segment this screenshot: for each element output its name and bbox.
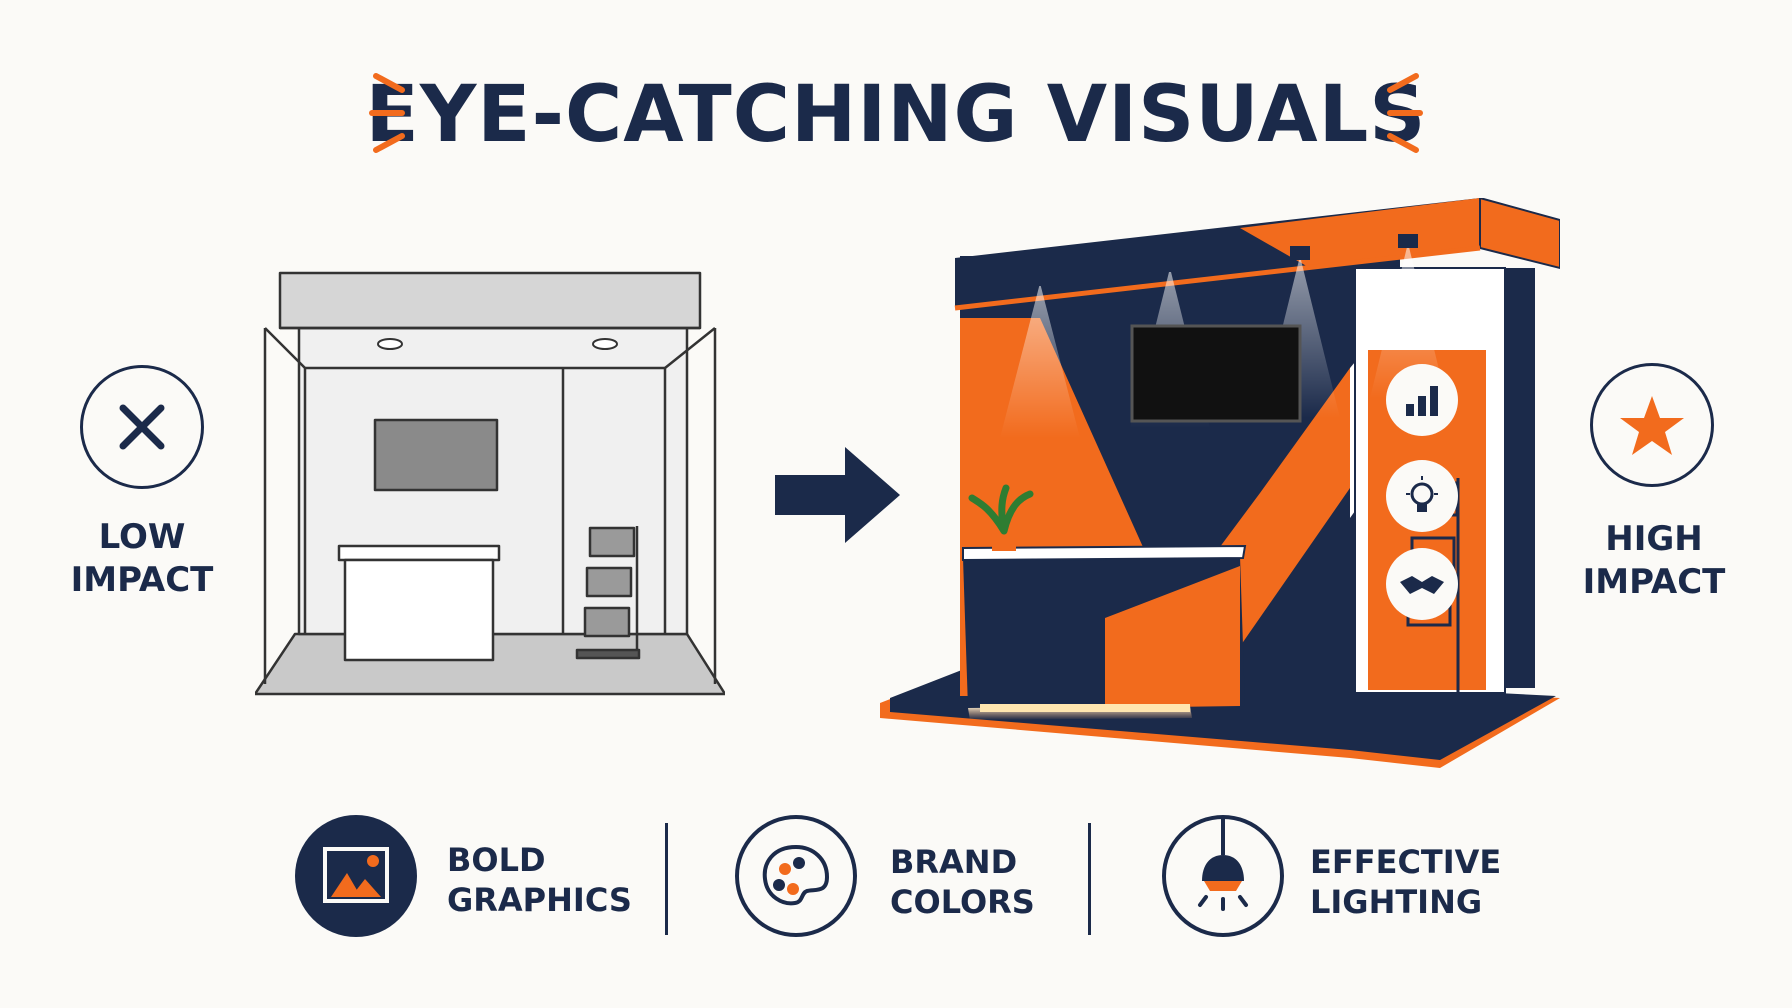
x-icon [119, 404, 165, 450]
low-impact-badge [80, 365, 204, 489]
brand-colors-label: BRAND COLORS [890, 842, 1035, 922]
brand-colors-line1: BRAND [890, 843, 1018, 881]
lightbulb-badge [1386, 460, 1458, 532]
effective-lighting-line2: LIGHTING [1310, 883, 1483, 921]
high-impact-line2: IMPACT [1582, 562, 1726, 602]
bar-chart-icon [1406, 386, 1438, 416]
effective-lighting-label: EFFECTIVE LIGHTING [1310, 842, 1501, 922]
lightbulb-icon [1406, 476, 1438, 512]
brand-colors-badge [735, 815, 857, 937]
handshake-badge [1386, 548, 1458, 620]
low-impact-label: LOW IMPACT [42, 516, 242, 602]
plain-booth-illustration [255, 271, 725, 696]
divider-1 [665, 823, 668, 935]
divider-2 [1088, 823, 1091, 935]
bold-graphics-line2: GRAPHICS [447, 881, 632, 919]
low-impact-line2: IMPACT [70, 560, 214, 600]
bar-chart-badge [1386, 364, 1458, 436]
high-impact-line1: HIGH [1605, 519, 1703, 559]
effective-lighting-badge [1162, 815, 1284, 937]
lamp-icon [1198, 819, 1248, 911]
palette-icon [762, 844, 830, 906]
page-title: EYE-CATCHING VISUALS [365, 70, 1427, 160]
handshake-icon [1400, 576, 1444, 594]
image-icon [323, 847, 389, 903]
bold-graphics-label: BOLD GRAPHICS [447, 840, 632, 920]
low-impact-line1: LOW [98, 517, 186, 557]
right-burst-icon [1387, 73, 1423, 153]
transform-arrow-icon [775, 447, 900, 543]
high-impact-label: HIGH IMPACT [1554, 518, 1754, 604]
bold-graphics-badge [295, 815, 417, 937]
effective-lighting-line1: EFFECTIVE [1310, 843, 1502, 881]
left-burst-icon [369, 73, 405, 153]
branded-booth-illustration [880, 198, 1560, 768]
star-icon [1620, 396, 1684, 455]
brand-colors-line2: COLORS [890, 883, 1035, 921]
bold-graphics-line1: BOLD [447, 841, 546, 879]
high-impact-badge [1590, 363, 1714, 487]
